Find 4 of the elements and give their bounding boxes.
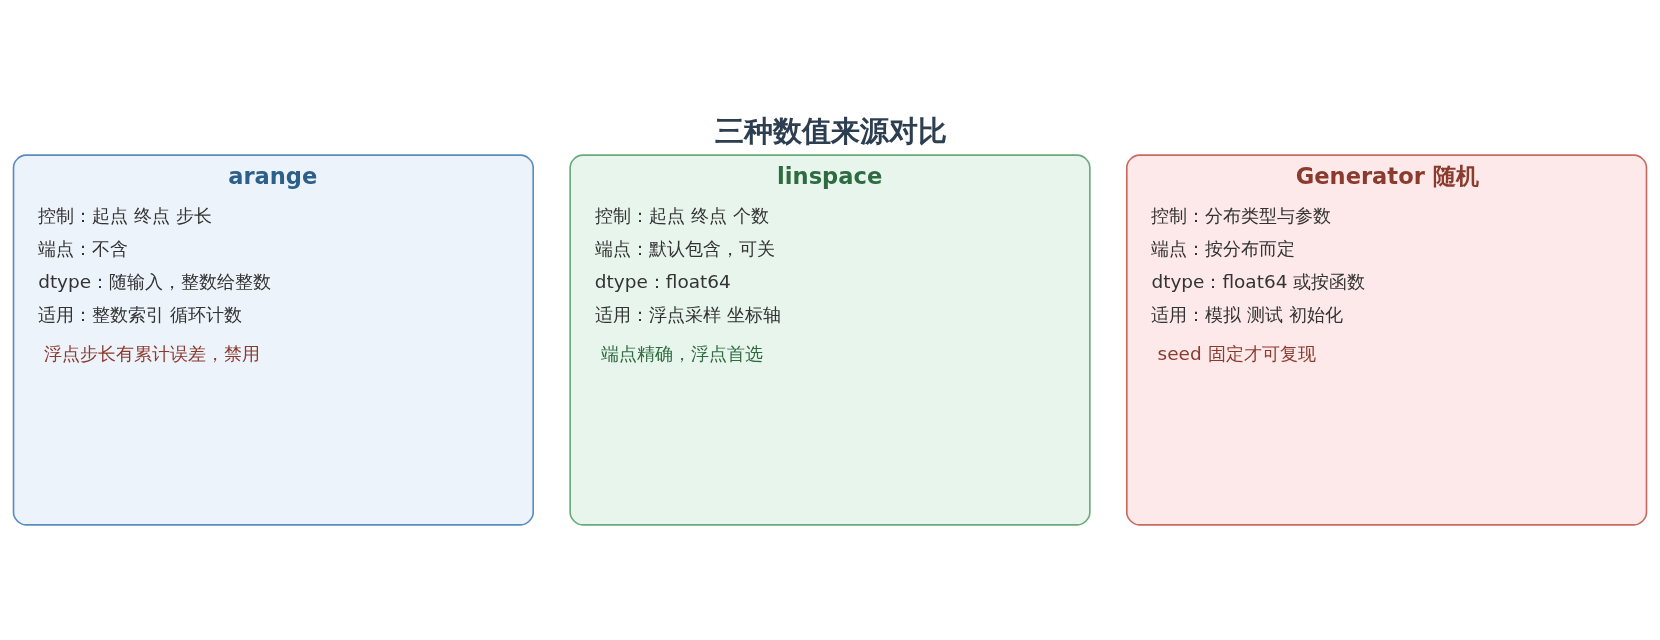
node-box: linspace 控制：起点 终点 个数 端点：默认包含，可关 dtype：float64 适用：浮点采样 坐标轴 端点精确，浮点首选	[569, 154, 1091, 526]
node-box: Generator 随机 控制：分布类型与参数 端点：按分布而定 dtype：float64 或按函数 适用：模拟 测试 初始化 seed 固定才可复现	[1126, 154, 1648, 526]
node-box: arange 控制：起点 终点 步长 端点：不含 dtype：随输入，整数给整数 适用：整数索引 循环计数 浮点步长有累计误差，禁用	[12, 154, 534, 526]
diagram-title: 三种数值来源对比	[715, 114, 948, 149]
